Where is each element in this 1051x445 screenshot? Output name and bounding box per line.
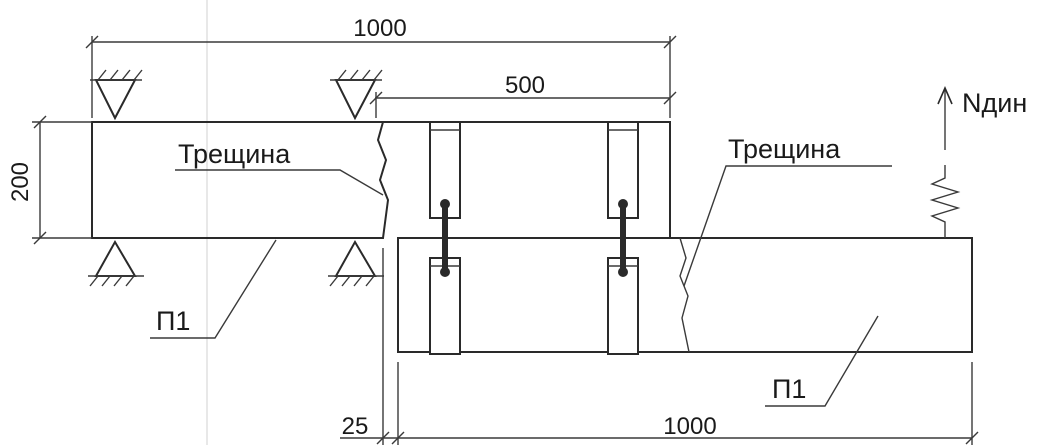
dim-bottom	[340, 248, 979, 445]
crack-right-label: Трещина	[728, 134, 841, 164]
top-beam-left-part	[91, 121, 390, 239]
dim-top-overall	[85, 35, 677, 118]
connection-plates	[429, 121, 639, 355]
dim-height	[32, 115, 92, 245]
crack-right-leader	[683, 165, 892, 287]
spring	[929, 165, 961, 238]
spring-and-load	[929, 86, 961, 238]
beam-top-label: П1	[156, 306, 190, 336]
crack-left-label: Трещина	[178, 139, 291, 169]
support-top-left	[90, 69, 143, 121]
rod-right-top-end	[618, 199, 628, 209]
dim-height-value: 200	[7, 162, 34, 202]
crack-right-line	[679, 237, 690, 353]
support-bottom-middle	[328, 239, 384, 287]
dim-bottom-overall-value: 1000	[663, 413, 716, 440]
beam-top-label-leader	[150, 239, 277, 339]
crack-left-leader	[175, 169, 384, 196]
dim-top-overall-value: 1000	[353, 15, 406, 42]
dim-gap-value: 25	[342, 413, 369, 440]
support-top-middle	[330, 69, 383, 121]
bottom-beam-outline	[397, 237, 973, 353]
rod-left-bottom-end	[440, 267, 450, 277]
rod-left-top-end	[440, 199, 450, 209]
beam-bottom-label: П1	[772, 374, 806, 404]
load-label: Nдин	[962, 88, 1027, 118]
dim-top-overlap	[369, 91, 677, 118]
top-beam-right-part	[383, 121, 671, 238]
bottom-beam	[397, 165, 973, 353]
dim-top-overlap-value: 500	[505, 72, 545, 99]
beam-bottom-label-leader	[765, 315, 879, 407]
support-bottom-left	[88, 239, 144, 287]
top-beam	[91, 121, 671, 239]
rod-right-bottom-end	[618, 267, 628, 277]
load-arrow-head	[937, 86, 953, 105]
